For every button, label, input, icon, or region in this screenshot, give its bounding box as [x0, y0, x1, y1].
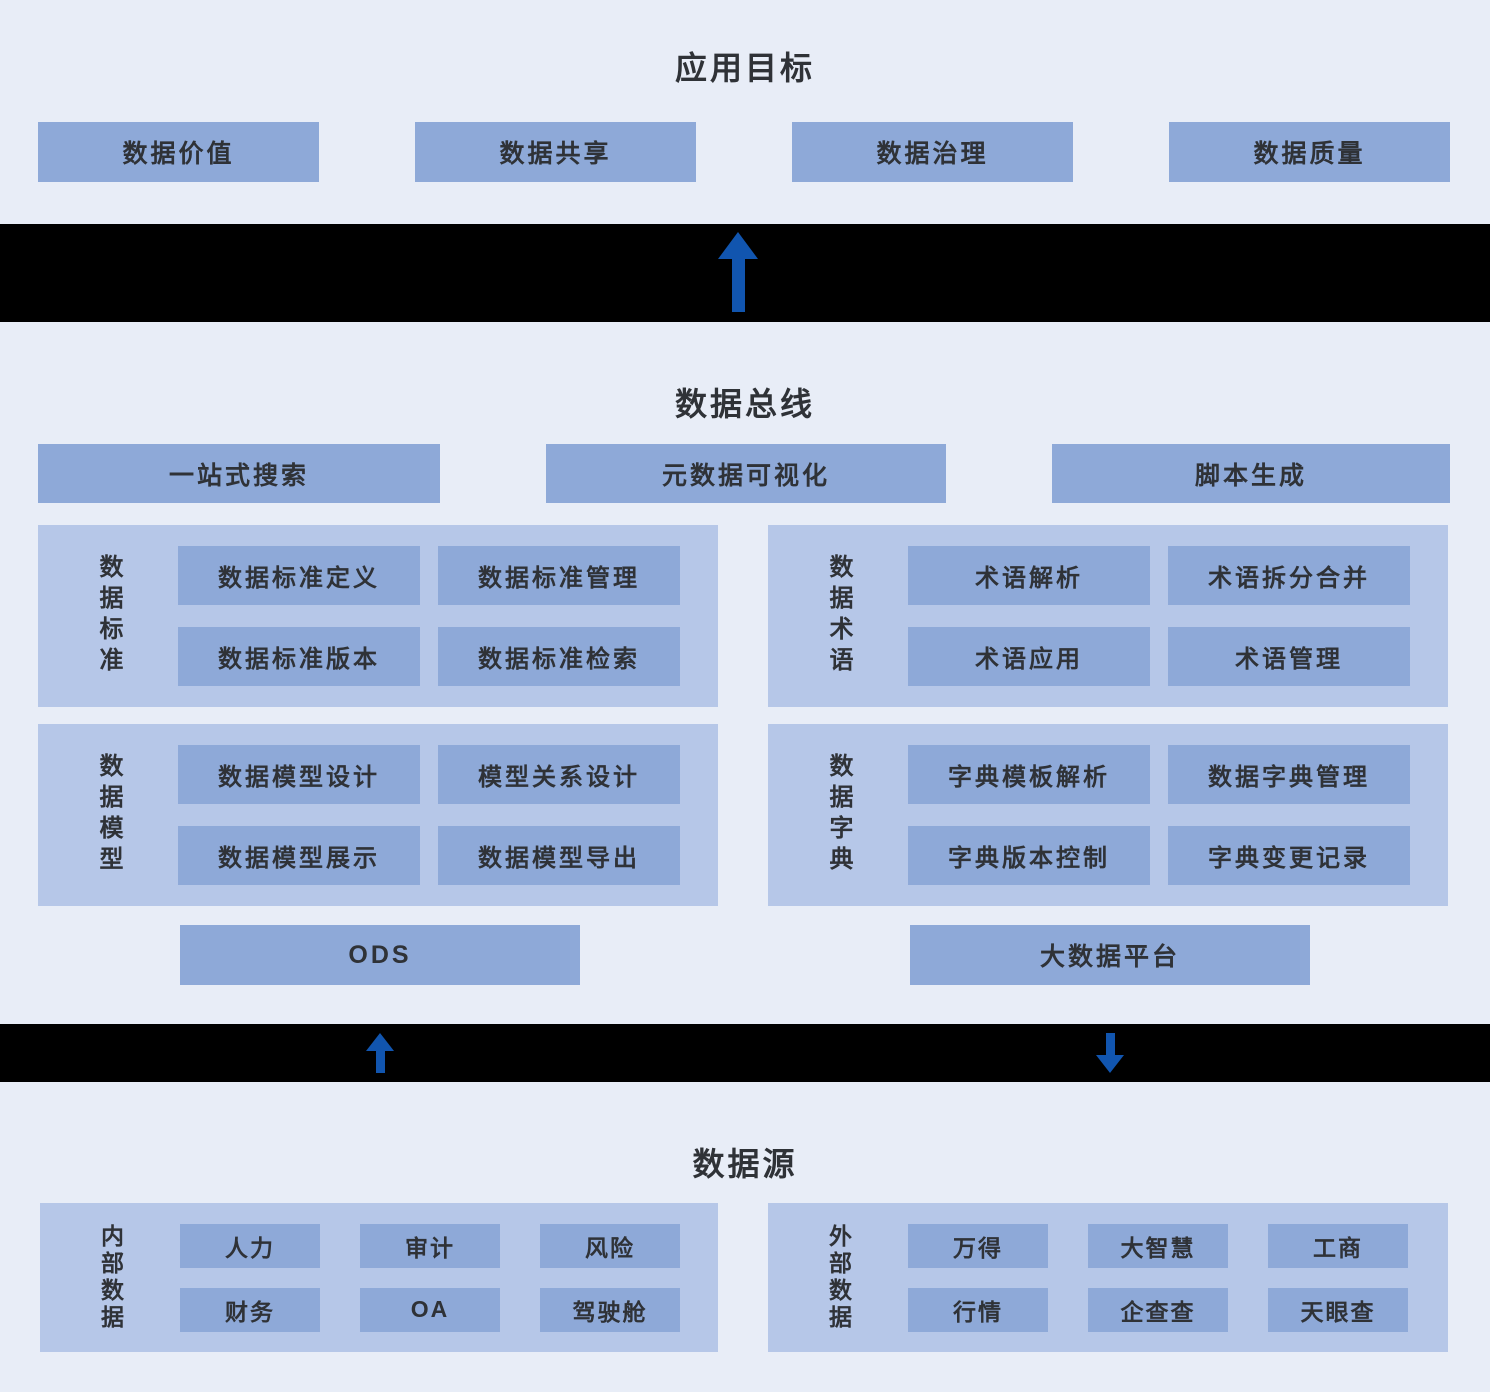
- group-label-column: 内部数据: [40, 1203, 180, 1352]
- source-box: 人力: [180, 1223, 320, 1268]
- bus-groups-grid: 数据标准 数据标准定义 数据标准管理 数据标准版本 数据标准检索 数据术语 术语…: [0, 525, 1490, 906]
- source-box: 工商: [1268, 1223, 1408, 1268]
- module-box: 术语管理: [1168, 627, 1410, 686]
- module-box: 模型关系设计: [438, 745, 680, 804]
- goal-box: 数据共享: [415, 122, 696, 182]
- feature-box: 脚本生成: [1052, 444, 1450, 503]
- section-data-sources: 数据源 内部数据 人力 审计 风险 财务 OA 驾驶舱 外部数据: [0, 1082, 1490, 1352]
- goal-box: 数据质量: [1169, 122, 1450, 182]
- module-box: 数据标准定义: [178, 546, 420, 605]
- feature-box: 元数据可视化: [546, 444, 946, 503]
- group-label-column: 数据字典: [768, 724, 908, 906]
- group-items: 字典模板解析 数据字典管理 字典版本控制 字典变更记录: [908, 724, 1410, 906]
- arrow-stem: [731, 259, 745, 312]
- group-data-standard: 数据标准 数据标准定义 数据标准管理 数据标准版本 数据标准检索: [38, 525, 718, 707]
- module-box: 术语拆分合并: [1168, 546, 1410, 605]
- module-box: 术语应用: [908, 627, 1150, 686]
- platform-box-ods: ODS: [180, 925, 580, 985]
- arrow-stem: [375, 1051, 385, 1073]
- source-box: 大智慧: [1088, 1223, 1228, 1268]
- group-label-column: 数据模型: [38, 724, 178, 906]
- section-title-bus: 数据总线: [674, 386, 815, 422]
- section-title-goals: 应用目标: [674, 50, 815, 86]
- group-label: 数据术语: [825, 554, 852, 678]
- group-label-column: 数据标准: [38, 525, 178, 707]
- platform-box-bigdata: 大数据平台: [910, 925, 1310, 985]
- goals-row: 数据价值 数据共享 数据治理 数据质量: [0, 122, 1490, 182]
- group-label-column: 外部数据: [768, 1203, 908, 1352]
- arrow-head: [366, 1033, 394, 1051]
- down-arrow-icon: [1096, 1033, 1124, 1073]
- module-box: 数据标准检索: [438, 627, 680, 686]
- source-box: 风险: [540, 1223, 680, 1268]
- module-box: 术语解析: [908, 546, 1150, 605]
- source-box: 审计: [360, 1223, 500, 1268]
- group-label: 数据标准: [95, 554, 122, 678]
- group-internal-data: 内部数据 人力 审计 风险 财务 OA 驾驶舱: [40, 1203, 718, 1352]
- source-box: 驾驶舱: [540, 1287, 680, 1332]
- group-label: 数据模型: [95, 753, 122, 877]
- section-title-sources: 数据源: [692, 1146, 798, 1182]
- group-data-terms: 数据术语 术语解析 术语拆分合并 术语应用 术语管理: [768, 525, 1448, 707]
- group-items: 数据标准定义 数据标准管理 数据标准版本 数据标准检索: [178, 525, 680, 707]
- sources-grid: 内部数据 人力 审计 风险 财务 OA 驾驶舱 外部数据 万得 大智慧: [0, 1203, 1490, 1352]
- platforms-row: ODS 大数据平台: [0, 925, 1490, 985]
- module-box: 数据模型展示: [178, 826, 420, 885]
- group-items: 数据模型设计 模型关系设计 数据模型展示 数据模型导出: [178, 724, 680, 906]
- arrow-head: [718, 232, 758, 259]
- source-box: 天眼查: [1268, 1287, 1408, 1332]
- source-box: 行情: [908, 1287, 1048, 1332]
- group-label-column: 数据术语: [768, 525, 908, 707]
- source-box: 企查查: [1088, 1287, 1228, 1332]
- group-label: 内部数据: [97, 1223, 124, 1332]
- up-arrow-icon: [718, 232, 758, 312]
- source-box: 万得: [908, 1223, 1048, 1268]
- goal-box: 数据价值: [38, 122, 319, 182]
- bus-features-row: 一站式搜索 元数据可视化 脚本生成: [0, 444, 1490, 503]
- module-box: 数据标准版本: [178, 627, 420, 686]
- arrow-stem: [1105, 1033, 1115, 1055]
- group-items: 万得 大智慧 工商 行情 企查查 天眼查: [908, 1203, 1408, 1352]
- arrow-head: [1096, 1055, 1124, 1073]
- module-box: 字典变更记录: [1168, 826, 1410, 885]
- source-box: OA: [360, 1287, 500, 1332]
- feature-box: 一站式搜索: [38, 444, 440, 503]
- up-arrow-icon: [366, 1033, 394, 1073]
- module-box: 字典模板解析: [908, 745, 1150, 804]
- section-data-bus: 数据总线 一站式搜索 元数据可视化 脚本生成 数据标准 数据标准定义 数据标准管…: [0, 322, 1490, 985]
- divider-band-bottom: [0, 1024, 1490, 1082]
- goal-box: 数据治理: [792, 122, 1073, 182]
- divider-band-top: [0, 224, 1490, 322]
- source-box: 财务: [180, 1287, 320, 1332]
- module-box: 数据字典管理: [1168, 745, 1410, 804]
- group-items: 术语解析 术语拆分合并 术语应用 术语管理: [908, 525, 1410, 707]
- group-data-model: 数据模型 数据模型设计 模型关系设计 数据模型展示 数据模型导出: [38, 724, 718, 906]
- group-items: 人力 审计 风险 财务 OA 驾驶舱: [180, 1203, 680, 1352]
- module-box: 字典版本控制: [908, 826, 1150, 885]
- group-label: 外部数据: [825, 1223, 852, 1332]
- group-external-data: 外部数据 万得 大智慧 工商 行情 企查查 天眼查: [768, 1203, 1448, 1352]
- module-box: 数据模型设计: [178, 745, 420, 804]
- module-box: 数据模型导出: [438, 826, 680, 885]
- group-data-dictionary: 数据字典 字典模板解析 数据字典管理 字典版本控制 字典变更记录: [768, 724, 1448, 906]
- module-box: 数据标准管理: [438, 546, 680, 605]
- group-label: 数据字典: [825, 753, 852, 877]
- section-application-goals: 应用目标 数据价值 数据共享 数据治理 数据质量: [0, 0, 1490, 182]
